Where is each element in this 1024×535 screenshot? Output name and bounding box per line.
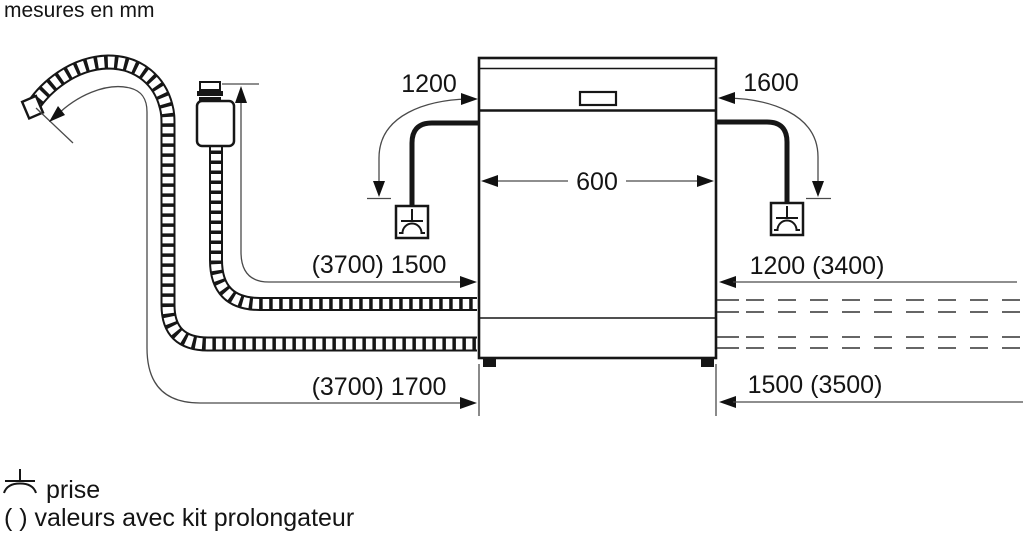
drain-hose-corrugation <box>28 56 477 350</box>
dishwasher <box>477 56 718 367</box>
dimension-label: 1600 <box>743 69 799 97</box>
dimension-label: 1500 (3500) <box>748 371 883 399</box>
dimension-drain-hose: (3700) 1700 <box>35 86 477 409</box>
water-tap-connector <box>195 81 236 148</box>
arrow-down-icon <box>812 181 824 197</box>
power-cord-right <box>716 119 805 237</box>
arrow-right-icon <box>697 175 714 187</box>
dimension-power-cord-right: 1600 <box>718 69 831 200</box>
drain-hose-end-fitting <box>20 94 45 120</box>
dimension-tick <box>35 107 74 144</box>
dimension-line <box>55 86 468 404</box>
dimension-drain-extension: 1500 (3500) <box>719 371 1023 408</box>
arrow-right-icon <box>461 93 478 105</box>
arrow-down-icon <box>373 181 385 197</box>
dimension-appliance-width: 600 <box>481 168 714 196</box>
power-socket-icon <box>399 209 425 234</box>
dishwasher-body <box>477 56 718 360</box>
dimension-line <box>727 97 819 186</box>
legend: prise ( ) valeurs avec kit prolongateur <box>3 469 354 532</box>
arrow-down-left-icon <box>49 106 65 122</box>
arrow-left-icon <box>481 175 498 187</box>
aquastop-valve-body <box>195 99 236 148</box>
power-cord-path <box>409 120 478 206</box>
dimension-supply-hose: (3700) 1500 <box>222 83 477 288</box>
arrow-left-icon <box>718 92 735 104</box>
dimension-label: (3700) 1700 <box>312 373 447 401</box>
dimension-label: 1200 (3400) <box>750 252 885 280</box>
door-handle <box>578 90 618 107</box>
supply-hose-corrugation <box>211 144 477 309</box>
hose-continuation-dashed-lines <box>717 299 1021 349</box>
tap-thread-band <box>197 91 223 96</box>
appliance-foot <box>483 358 496 367</box>
appliance-foot <box>701 358 714 367</box>
diagram-title: mesures en mm <box>4 0 155 22</box>
legend-extension-kit-label: ( ) valeurs avec kit prolongateur <box>4 504 354 532</box>
dimension-label: 600 <box>576 168 618 196</box>
power-cord-left <box>394 120 478 240</box>
dimension-supply-extension: 1200 (3400) <box>719 252 1017 288</box>
power-socket-icon <box>774 206 800 231</box>
arrow-left-icon <box>719 276 736 288</box>
drain-hose <box>20 54 477 352</box>
dimension-power-cord-left: 1200 <box>367 70 478 200</box>
tap-thread-band <box>199 97 221 101</box>
dimension-line <box>378 98 469 186</box>
dimension-label: (3700) 1500 <box>312 251 447 279</box>
power-socket-icon <box>3 469 37 494</box>
dimension-line <box>240 94 468 283</box>
tap-flange <box>199 81 221 91</box>
supply-hose <box>209 144 477 311</box>
dimension-label: 1200 <box>401 70 457 98</box>
legend-plug-label: prise <box>46 476 100 504</box>
arrow-left-icon <box>719 396 736 408</box>
arrow-up-icon <box>235 86 247 103</box>
arrow-right-icon <box>460 276 477 288</box>
power-cord-path <box>716 119 790 203</box>
arrow-right-icon <box>460 397 477 409</box>
